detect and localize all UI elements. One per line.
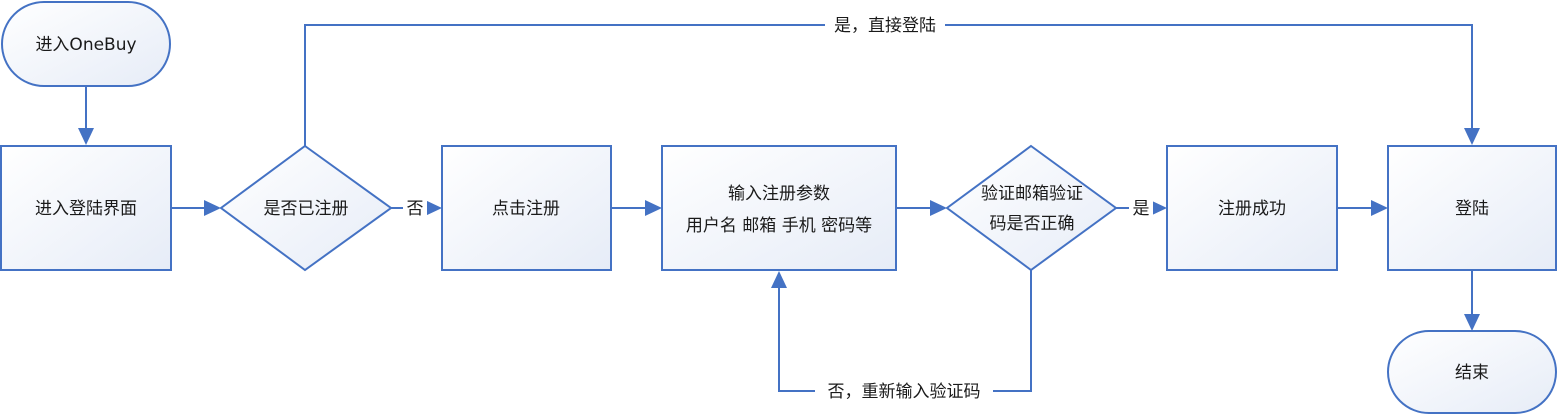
process-shape (661, 145, 897, 271)
node-verify-label-line2: 码是否正确 (990, 214, 1075, 234)
node-input-params-label-line2: 用户名 邮箱 手机 密码等 (686, 216, 872, 236)
node-verify-label-line1: 验证邮箱验证 (981, 184, 1083, 204)
edge-verify-no-to-input (778, 270, 1032, 392)
node-register-success-label: 注册成功 (1218, 199, 1286, 219)
node-registered-check-label: 是否已注册 (264, 199, 349, 219)
node-click-register-label: 点击注册 (492, 199, 560, 219)
arrowhead-icon (1464, 314, 1480, 331)
node-input-params: 输入注册参数 用户名 邮箱 手机 密码等 (661, 145, 897, 271)
node-login-label: 登陆 (1455, 199, 1489, 219)
edge-label-yes-verified: 是 (1133, 199, 1150, 219)
arrowhead-icon (645, 200, 662, 216)
decision-shape (219, 144, 393, 272)
node-registered-check: 是否已注册 (219, 144, 393, 272)
node-verify: 验证邮箱验证 码是否正确 (945, 144, 1118, 272)
edge-label-bg (825, 13, 945, 37)
node-end: 结束 (1387, 330, 1557, 414)
arrowhead-icon (930, 200, 947, 216)
edge-labels: 是，直接登陆 否 是 否，重新输入验证码 (403, 13, 1153, 403)
edge-label-bg (1129, 196, 1153, 220)
edge-decision-yes-to-login (304, 24, 1473, 146)
node-start: 进入OneBuy (1, 1, 171, 87)
arrowhead-icon (425, 200, 442, 216)
arrowhead-icon (1464, 128, 1480, 145)
node-end-label: 结束 (1455, 363, 1489, 383)
arrowhead-icon (1371, 200, 1388, 216)
node-login-page: 进入登陆界面 (0, 145, 172, 271)
node-register-success: 注册成功 (1166, 145, 1338, 271)
node-login-page-label: 进入登陆界面 (35, 199, 137, 219)
node-input-params-label-line1: 输入注册参数 (728, 184, 830, 204)
edge-label-no-register: 否 (407, 199, 424, 219)
arrowhead-icon (204, 200, 221, 216)
node-click-register: 点击注册 (441, 145, 612, 271)
arrowhead-icon (78, 128, 94, 145)
edge-label-no-reenter: 否，重新输入验证码 (828, 382, 981, 402)
terminator-shape (1387, 330, 1557, 414)
process-shape (0, 145, 172, 271)
decision-shape (945, 144, 1118, 272)
process-shape (1166, 145, 1338, 271)
process-shape (441, 145, 612, 271)
node-login: 登陆 (1387, 145, 1557, 271)
process-shape (1387, 145, 1557, 271)
terminator-shape (1, 1, 171, 87)
node-start-label: 进入OneBuy (35, 35, 136, 55)
edge-label-bg (403, 196, 427, 220)
arrowhead-icon (1150, 200, 1167, 216)
edge-label-yes-direct-login: 是，直接登陆 (834, 16, 936, 36)
arrowhead-icon (771, 271, 787, 288)
edge-label-bg (815, 379, 993, 403)
